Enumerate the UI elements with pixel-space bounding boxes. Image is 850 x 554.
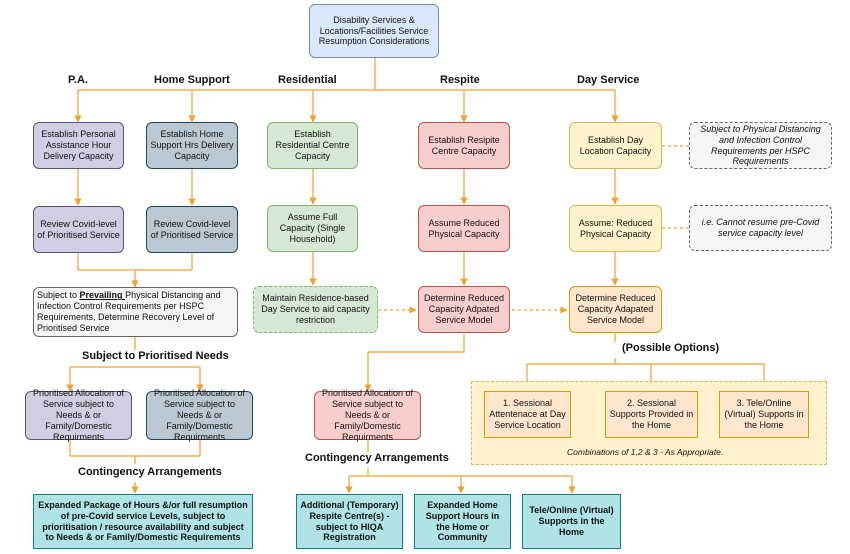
combinations-note: Combinations of 1,2 & 3 - As Appropriate…: [567, 447, 724, 457]
note-distancing-requirements: Subject to Physical Distancing and Infec…: [689, 122, 832, 169]
pa-allocation-node: Prioritised Allocation of Service subjec…: [25, 388, 132, 442]
home-support-allocation-node: Prioritised Allocation of Service subjec…: [146, 388, 253, 442]
category-label-residential: Residential: [278, 74, 337, 86]
respite-assume-node: Assume Reduced Physical Capacity: [418, 205, 510, 252]
day-option-1-node: 1. Sessional Attentenace at Day Service …: [484, 391, 571, 438]
respite-option-online-node: Tele/Online (Virtual) Supports in the Ho…: [522, 494, 621, 549]
subject-prefix: Subject to: [37, 290, 80, 301]
pa-review-node: Review Covid-level of Prioritised Servic…: [33, 206, 124, 253]
category-label-respite: Respite: [440, 74, 480, 86]
respite-allocation-node: Prioritised Allocation of Service subjec…: [314, 388, 421, 442]
possible-options-label: (Possible Options): [622, 342, 720, 354]
category-label-home-support: Home Support: [154, 74, 230, 86]
subject-to-distancing-node: Subject to Prevailing Physical Distancin…: [33, 287, 238, 337]
merge-allocations: [69, 440, 201, 464]
residential-assume-node: Assume Full Capacity (Single Household): [267, 205, 358, 252]
respite-option-expanded-home-node: Expanded Home Support Hours in the Home …: [414, 494, 511, 549]
category-label-pa: P.A.: [68, 74, 88, 86]
resp-options-bus: [349, 468, 572, 477]
expanded-package-node: Expanded Package of Hours &/or full resu…: [33, 494, 253, 549]
respite-determine-node: Determine Reduced Capacity Adpated Servi…: [418, 286, 510, 333]
prioritised-needs-label: Subject to Prioritised Needs: [82, 350, 229, 362]
day-service-determine-node: Determine Reduced Capacity Adapated Serv…: [569, 286, 662, 333]
merge-reviews: [77, 253, 193, 271]
respite-option-additional-node: Additional (Temporary) Respite Centre(s)…: [296, 494, 403, 549]
residential-maintain-node: Maintain Residence-based Day Service to …: [253, 286, 378, 333]
day-option-2-node: 2. Sessional Supports Provided in the Ho…: [605, 391, 698, 438]
contingency-label-left: Contingency Arrangements: [78, 466, 222, 478]
note-cannot-resume: i.e. Cannot resume pre-Covid service cap…: [689, 205, 832, 251]
subject-rest: Physical Distancing and Infection Contro…: [37, 290, 221, 333]
day-options-bus: [527, 358, 764, 365]
category-label-day-service: Day Service: [577, 74, 640, 86]
day-option-3-node: 3. Tele/Online (Virtual) Supports in the…: [719, 391, 809, 438]
day-service-assume-node: Assume: Reduced Physical Capacity: [569, 205, 662, 252]
pa-establish-node: Establish Personal Assistance Hour Deliv…: [33, 122, 124, 169]
day-service-establish-node: Establish Day Location Capacity: [569, 122, 662, 169]
home-support-establish-node: Establish Home Support Hrs Delivery Capa…: [146, 122, 238, 169]
respite-establish-node: Establish Resipite Centre Capacity: [418, 122, 510, 169]
home-support-review-node: Review Covid-level of Prioritised Servic…: [146, 206, 238, 253]
subject-prevailing: Prevailing: [79, 290, 126, 301]
respite-to-allocation: [368, 333, 465, 353]
residential-establish-node: Establish Residential Centre Capacity: [267, 122, 358, 169]
root-node: Disability Services & Locations/Faciliti…: [309, 4, 439, 58]
contingency-label-respite: Contingency Arrangements: [305, 452, 449, 464]
split-prioritised: [70, 337, 200, 368]
